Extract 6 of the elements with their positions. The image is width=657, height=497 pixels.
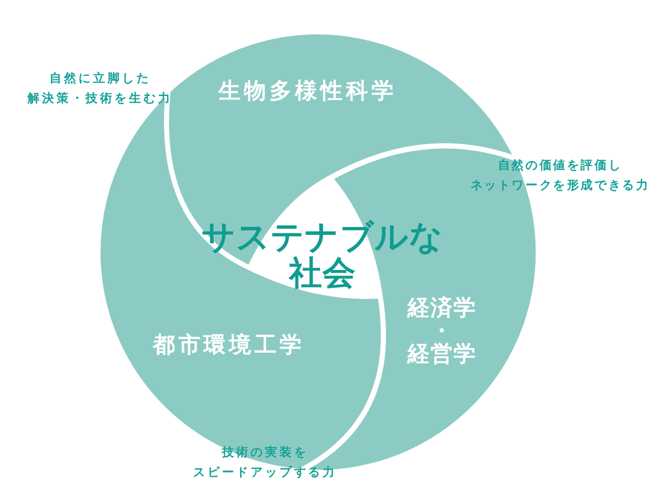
segment-title: 都市環境工学 (152, 332, 306, 360)
annotation-label: 技術の実装をスピードアップする力 (192, 444, 338, 481)
annotation-label: 自然の価値を評価しネットワークを形成できる力 (469, 157, 651, 194)
annotation-label: 自然に立脚した解決策・技術を生む力 (26, 70, 174, 107)
segment-title: 経済学・経営学 (406, 296, 478, 368)
segment-title: 生物多様性科学 (217, 78, 398, 106)
